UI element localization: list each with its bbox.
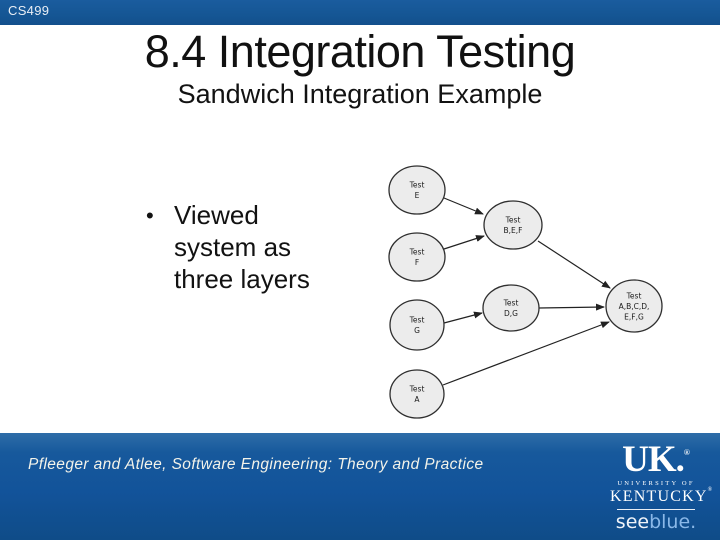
uk-kentucky-text: KENTUCKY (610, 488, 708, 505)
uk-wordmark: UK.® (610, 441, 702, 478)
slide-content: 8.4 Integration Testing Sandwich Integra… (0, 25, 720, 433)
top-band: CS499 (0, 0, 720, 25)
bullet-icon: • (146, 203, 154, 228)
edge-e-to-bef (443, 197, 484, 215)
uk-wordmark-text: UK. (622, 439, 685, 480)
bullet-line: three layers (174, 264, 310, 294)
uk-tagline: seeblue. (610, 512, 702, 533)
uk-university-of: UNIVERSITY OF (617, 480, 695, 487)
uk-kentucky: KENTUCKY® (610, 487, 712, 506)
tagline-see: see (615, 511, 650, 533)
bottom-band: Pfleeger and Atlee, Software Engineering… (0, 433, 720, 540)
edge-f-to-bef (443, 235, 485, 250)
course-code: CS499 (8, 3, 50, 18)
registered-mark-icon: ® (683, 447, 690, 457)
edge-a-to-all (442, 321, 610, 386)
bullet-item: • Viewed system as three layers (146, 199, 346, 295)
slide-subtitle: Sandwich Integration Example (177, 79, 543, 110)
bullet-line: system as (174, 232, 292, 262)
edge-dg-to-all (538, 303, 605, 311)
edge-bef-to-all (537, 240, 611, 289)
edge-g-to-dg (443, 311, 483, 324)
bullet-text: Viewed system as three layers (174, 199, 346, 295)
logo-divider (617, 509, 695, 510)
uk-logo: UK.® UNIVERSITY OF KENTUCKY® seeblue. (610, 441, 712, 533)
registered-mark-icon: ® (707, 486, 713, 493)
tagline-blue: blue. (649, 511, 697, 533)
citation: Pfleeger and Atlee, Software Engineering… (28, 456, 484, 473)
page-title: 8.4 Integration Testing (144, 26, 576, 77)
bullet-line: Viewed (174, 200, 259, 230)
